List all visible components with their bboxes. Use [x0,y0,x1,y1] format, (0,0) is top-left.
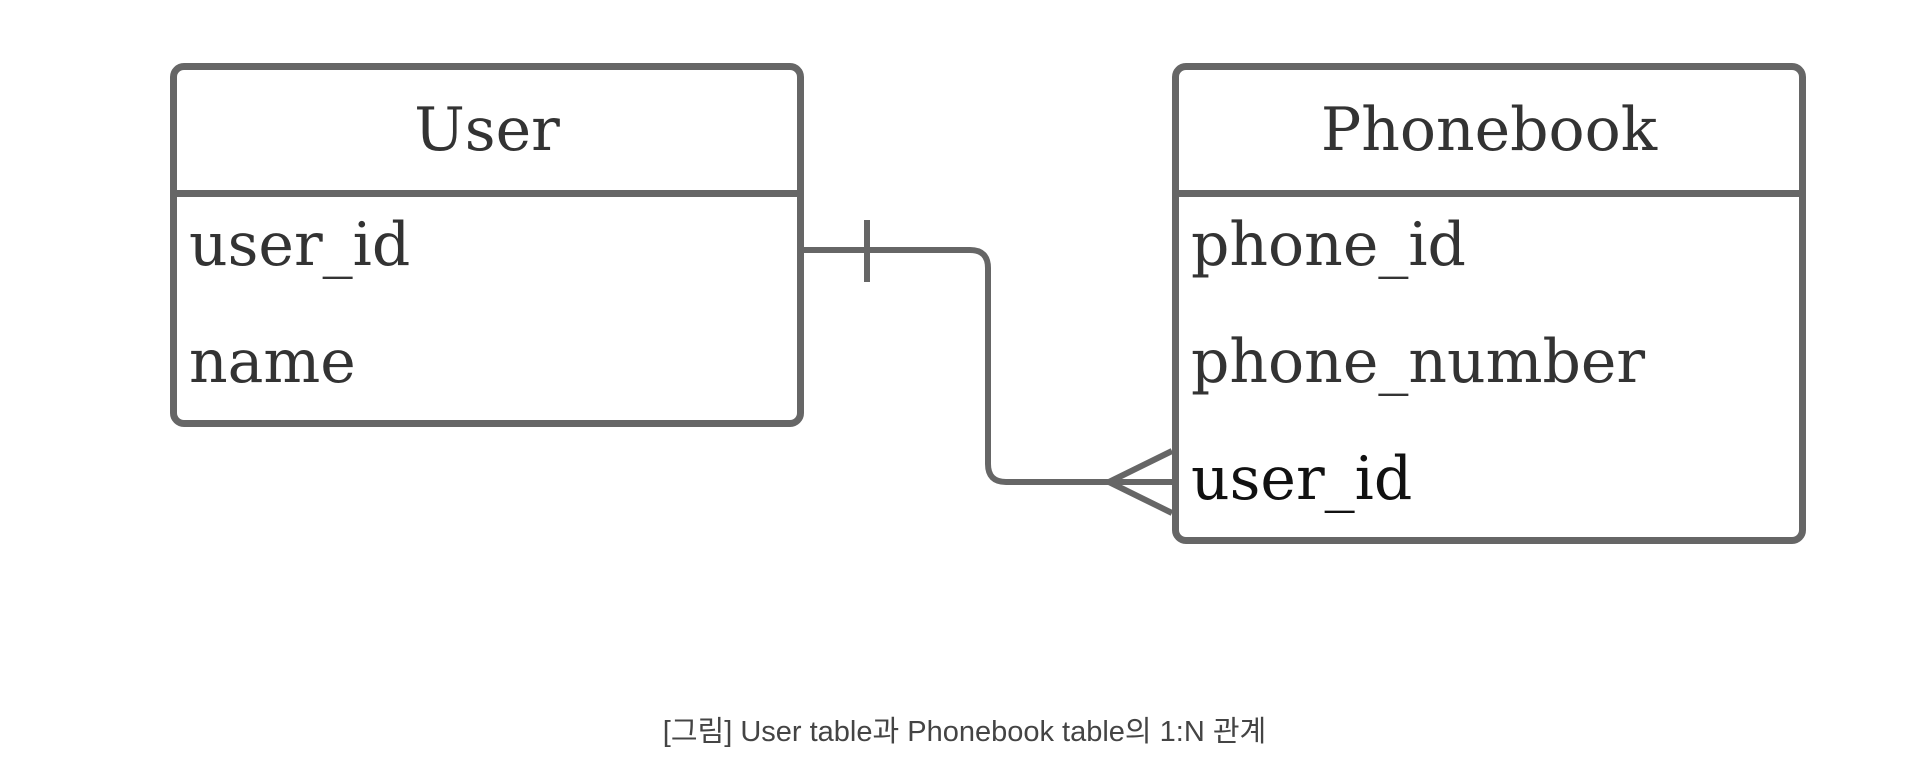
phonebook-attribute-phone-number: phone_number [1191,327,1646,397]
figure-caption: [그림] User table과 Phonebook table의 1:N 관계 [662,716,1267,748]
phonebook-entity-title: Phonebook [1179,70,1799,197]
phonebook-entity: Phonebook phone_id phone_number user_id [1172,63,1806,544]
user-entity-title: User [177,70,797,197]
phonebook-attribute-phone-id: phone_id [1191,210,1466,280]
many-cardinality-crowfoot [1106,448,1174,516]
relationship-line [801,247,1175,485]
phonebook-attribute-user-id: user_id [1191,444,1413,514]
user-attribute-user-id: user_id [189,210,411,280]
user-attribute-name: name [189,327,356,397]
user-entity: User user_id name [170,63,804,427]
